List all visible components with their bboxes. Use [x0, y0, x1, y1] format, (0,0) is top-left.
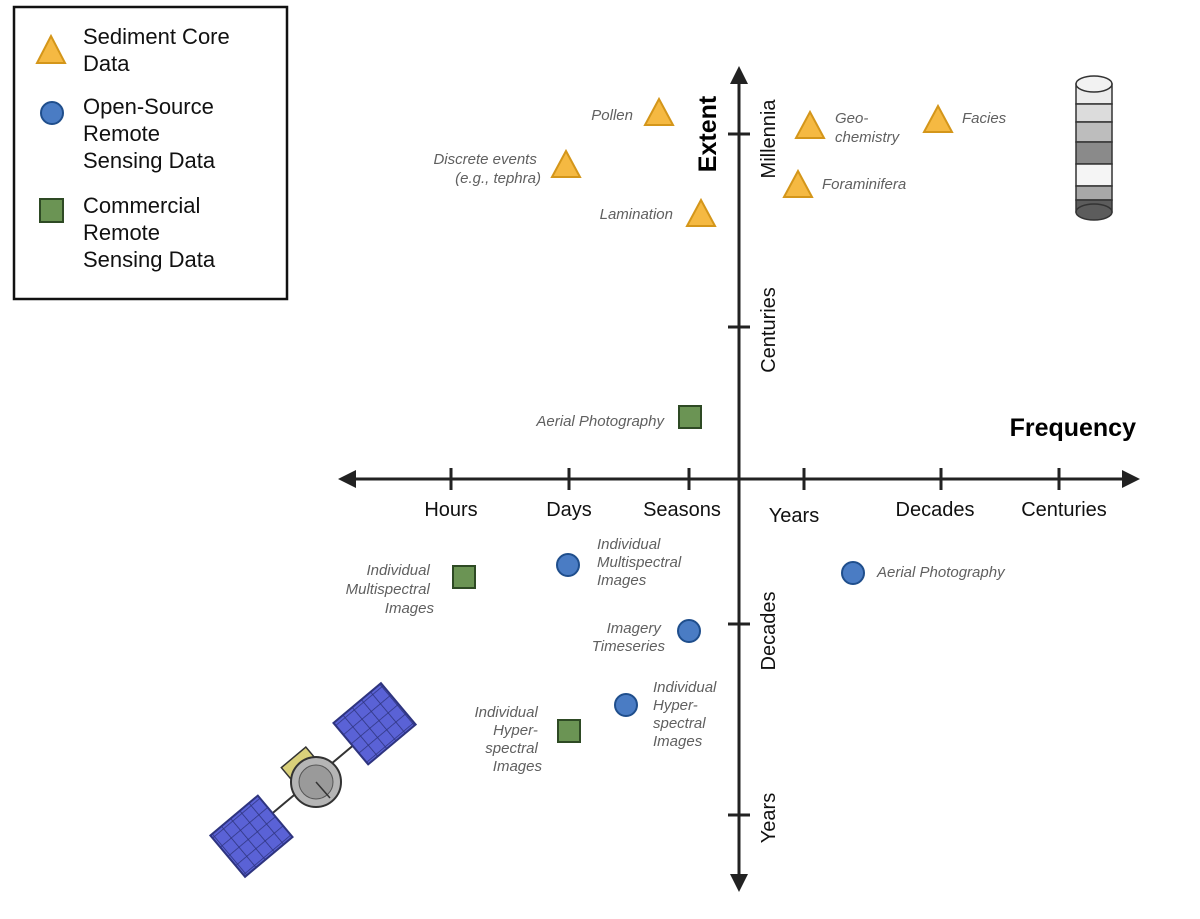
- x-axis-arrow-right: [1122, 470, 1140, 488]
- y-tick-label-centuries: Centuries: [758, 287, 780, 373]
- marker-individual-hyperspectral-commercial: [557, 719, 581, 743]
- legend-label-commercial: Commercial Remote Sensing Data: [83, 193, 216, 272]
- label-aerial-photography-open: Aerial Photography: [876, 564, 1006, 581]
- marker-individual-multispectral-commercial: [452, 565, 476, 589]
- x-tick-labels: Hours Days Seasons Years Decades Centuri…: [424, 499, 1106, 527]
- label-discrete-events: Discrete events (e.g., tephra): [433, 151, 541, 187]
- label-facies: Facies: [962, 110, 1007, 127]
- x-tick-label-decades: Decades: [896, 499, 975, 521]
- satellite-icon: [208, 681, 418, 879]
- legend-label-open-source: Open-Source Remote Sensing Data: [83, 94, 220, 173]
- marker-pollen: [643, 96, 675, 126]
- x-tick-label-centuries: Centuries: [1021, 499, 1107, 521]
- x-tick-label-years: Years: [769, 505, 819, 527]
- marker-imagery-timeseries: [677, 619, 701, 643]
- legend: Sediment Core Data Open-Source Remote Se…: [12, 5, 289, 301]
- label-individual-multispectral-open: Individual Multispectral Images: [597, 536, 685, 589]
- marker-geochemistry: [794, 109, 826, 139]
- label-lamination: Lamination: [600, 206, 673, 223]
- label-foraminifera: Foraminifera: [822, 176, 906, 193]
- y-tick-label-millennia: Millennia: [758, 99, 780, 179]
- data-markers: [452, 96, 954, 743]
- y-tick-label-decades: Decades: [758, 592, 780, 671]
- x-tick-label-hours: Hours: [424, 499, 477, 521]
- axes: [338, 66, 1140, 892]
- marker-individual-multispectral-open: [556, 553, 580, 577]
- marker-aerial-photography-commercial: [678, 405, 702, 429]
- marker-individual-hyperspectral-open: [614, 693, 638, 717]
- label-individual-hyperspectral-open: Individual Hyper- spectral Images: [653, 679, 721, 750]
- x-axis-title: Frequency: [1010, 414, 1137, 442]
- sediment-core-icon: [1075, 75, 1113, 221]
- y-axis-title: Extent: [694, 95, 722, 172]
- marker-foraminifera: [782, 168, 814, 198]
- x-tick-label-days: Days: [546, 499, 592, 521]
- label-imagery-timeseries: Imagery Timeseries: [592, 620, 666, 655]
- x-axis-arrow-left: [338, 470, 356, 488]
- y-tick-labels: Millennia Centuries Decades Years: [758, 99, 780, 844]
- marker-facies: [922, 103, 954, 133]
- legend-square-marker: [39, 198, 64, 223]
- x-tick-label-seasons: Seasons: [643, 499, 721, 521]
- label-aerial-photography-commercial: Aerial Photography: [535, 413, 665, 430]
- legend-circle-marker: [40, 101, 64, 125]
- label-pollen: Pollen: [591, 107, 633, 124]
- y-tick-label-years: Years: [758, 793, 780, 843]
- legend-label-sediment: Sediment Core Data: [83, 24, 236, 76]
- marker-discrete-events: [550, 148, 582, 178]
- label-individual-hyperspectral-commercial: Individual Hyper- spectral Images: [474, 704, 542, 775]
- label-individual-multispectral-commercial: Individual Multispectral Images: [346, 562, 435, 617]
- y-axis-arrow-bottom: [730, 874, 748, 892]
- y-axis-arrow-top: [730, 66, 748, 84]
- label-geochemistry: Geo- chemistry: [835, 110, 901, 146]
- marker-aerial-photography-open: [841, 561, 865, 585]
- legend-triangle-marker: [35, 33, 67, 64]
- marker-lamination: [685, 197, 717, 227]
- data-labels: Pollen Discrete events (e.g., tephra) La…: [346, 107, 1007, 775]
